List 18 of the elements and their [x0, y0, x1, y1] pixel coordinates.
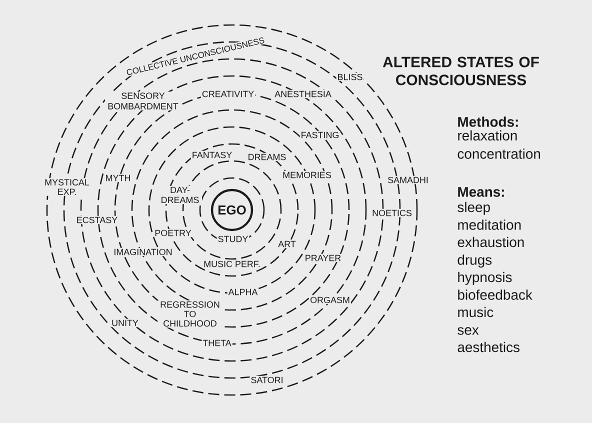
- list-item: hypnosis: [458, 272, 512, 285]
- list-heading: Means:: [458, 187, 504, 197]
- list-item: exhaustion: [458, 236, 524, 248]
- list-item: relaxation: [458, 130, 517, 141]
- ring-label: MYSTICAL EXP.: [42, 178, 92, 196]
- list-item: music: [458, 306, 494, 318]
- ring-label: DAY- DREAMS: [158, 186, 202, 204]
- list-item: sleep: [458, 202, 490, 215]
- title: ALTERED STATES OF CONSCIOUSNESS: [382, 56, 539, 86]
- list-item: biofeedback: [458, 290, 532, 300]
- list-heading: Methods:: [458, 116, 518, 127]
- list-item: concentration: [458, 148, 540, 159]
- list-item: meditation: [458, 220, 521, 230]
- list-item: drugs: [458, 254, 492, 268]
- list-item: sex: [458, 327, 479, 335]
- ring-label: SENSORY BOMBARDMENT: [105, 92, 181, 110]
- ring-label: REGRESSION TO CHILDHOOD: [158, 300, 222, 328]
- list-item: aesthetics: [458, 342, 520, 352]
